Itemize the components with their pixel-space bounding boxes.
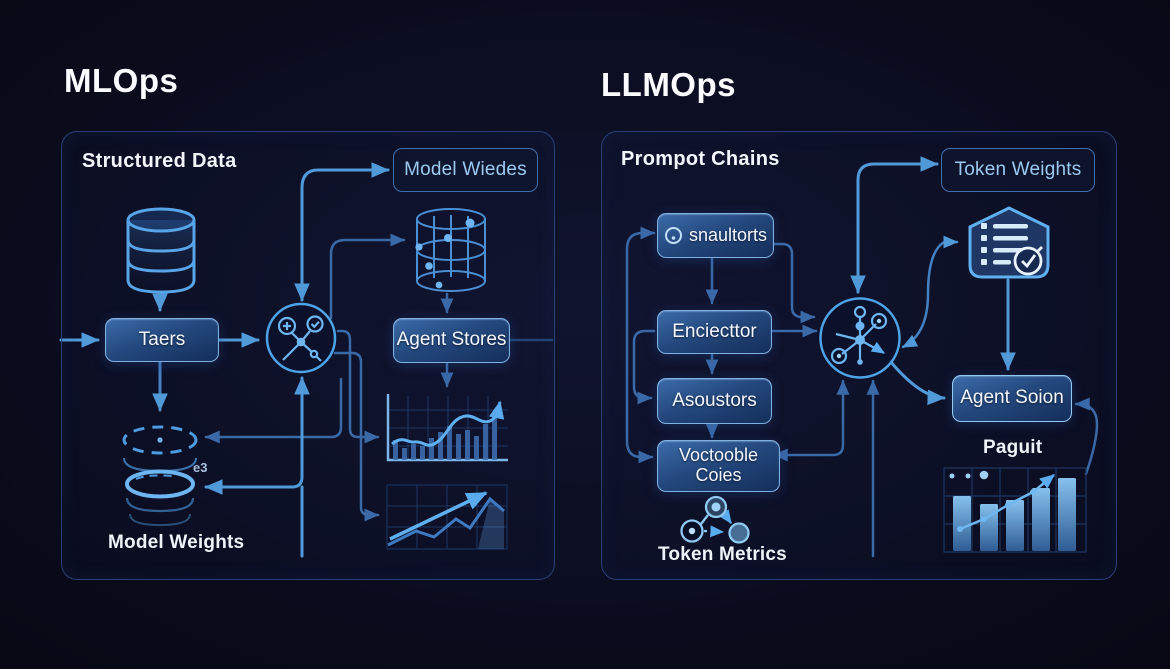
checklist-shield-icon	[968, 206, 1050, 279]
network-hub-icon	[819, 297, 901, 379]
token-metrics-label: Token Metrics	[658, 544, 787, 565]
paguit-label: Paguit	[983, 437, 1043, 458]
agent-soion-label: Agent Soion	[960, 387, 1064, 409]
voctooble-coies-box: Voctooble Coies	[657, 440, 780, 492]
growth-chart-icon	[386, 484, 508, 550]
agent-stores-box: Agent Stores	[393, 318, 510, 363]
asoustors-label: Asoustors	[672, 389, 757, 411]
rising-bars-chart-icon	[943, 467, 1087, 553]
agent-soion-box: Agent Soion	[952, 375, 1072, 422]
coin-stack-icon	[122, 425, 198, 527]
coin-stack-badge: e3	[193, 460, 208, 475]
model-wiedes-box: Model Wiedes	[393, 148, 538, 192]
token-weights-box: Token Weights	[941, 148, 1095, 192]
bar-curve-chart-icon	[386, 394, 508, 462]
molecule-icon	[680, 495, 750, 544]
wire-cylinder-icon	[415, 208, 486, 292]
snaultorts-label: snaultorts	[688, 224, 768, 245]
snaultorts-box: snaultorts	[657, 213, 774, 258]
prompot-chains-heading: Prompot Chains	[621, 148, 780, 170]
model-weights-label: Model Weights	[108, 532, 245, 553]
merge-hub-icon	[265, 302, 337, 374]
agent-stores-label: Agent Stores	[396, 329, 507, 351]
enciecttor-box: Enciecttor	[657, 310, 772, 354]
enciecttor-label: Enciecttor	[672, 320, 757, 342]
taers-box: Taers	[105, 318, 219, 362]
mlops-title: MLOps	[64, 62, 179, 99]
asoustors-box: Asoustors	[657, 378, 772, 424]
structured-data-heading: Structured Data	[82, 150, 237, 172]
loop-icon	[664, 227, 682, 244]
llmops-title: LLMOps	[601, 66, 736, 103]
token-weights-label: Token Weights	[954, 159, 1082, 180]
taers-label: Taers	[138, 328, 186, 350]
database-icon	[126, 207, 196, 294]
model-wiedes-label: Model Wiedes	[404, 159, 527, 180]
voctooble-coies-label: Voctooble Coies	[678, 445, 759, 485]
